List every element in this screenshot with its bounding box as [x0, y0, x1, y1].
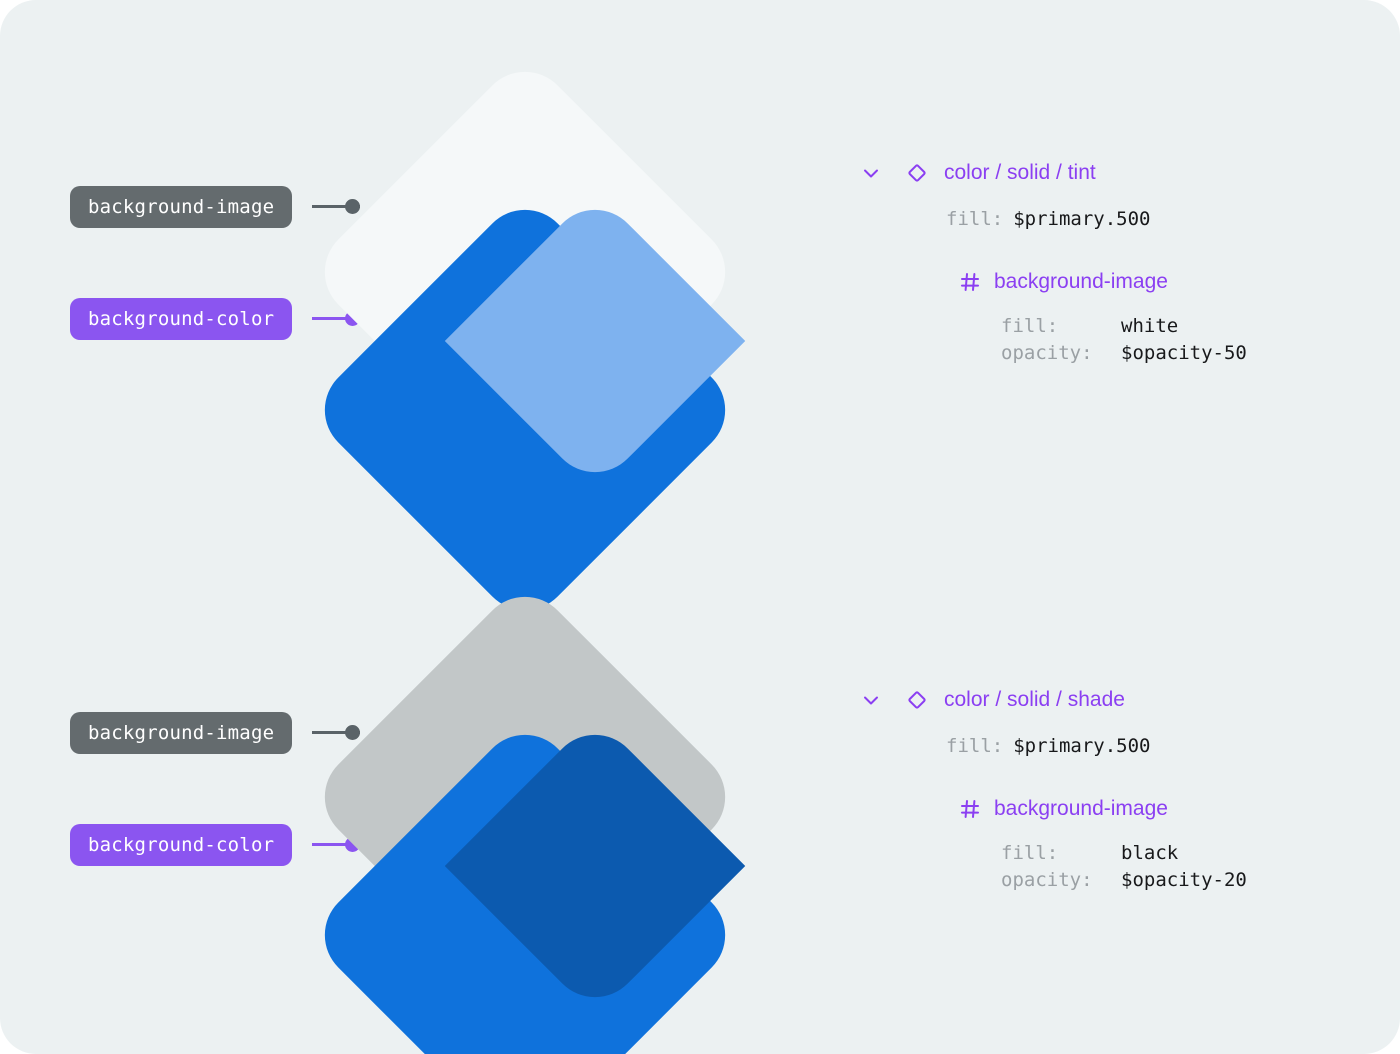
frame-hash-icon: [958, 270, 982, 294]
chevron-down-icon[interactable]: [858, 160, 884, 186]
frame-name-tint: background-image: [994, 270, 1168, 293]
label-pill-background-image-tint[interactable]: background-image: [70, 186, 293, 228]
property-key: opacity:: [1001, 869, 1093, 891]
property-value: $primary.500: [1013, 208, 1151, 230]
pill-label: background-image: [88, 196, 275, 218]
annotation-panel-shade: color / solid / shade fill: $primary.500: [858, 687, 1328, 894]
layer-stack-tint: [305, 52, 820, 630]
property-key: fill:: [1001, 315, 1059, 337]
node-properties-tint: fill: $primary.500: [946, 206, 1328, 233]
property-value: $opacity-50: [1121, 342, 1247, 364]
node-properties-shade: fill: $primary.500: [946, 733, 1328, 760]
property-key: opacity:: [1001, 342, 1093, 364]
frame-header-tint[interactable]: background-image: [958, 269, 1328, 295]
property-value: $primary.500: [1013, 735, 1151, 757]
property-row: fill: $primary.500: [946, 206, 1328, 233]
property-key: fill:: [946, 208, 1004, 230]
property-row: fill: $primary.500: [946, 733, 1328, 760]
pill-label: background-color: [88, 834, 275, 856]
connector-line-background-image-tint: [312, 205, 360, 208]
node-name-shade: color / solid / shade: [944, 688, 1125, 711]
label-pill-background-color-tint[interactable]: background-color: [70, 298, 293, 340]
pill-label: background-image: [88, 722, 275, 744]
property-value: $opacity-20: [1121, 869, 1247, 891]
component-diamond-icon: [904, 160, 930, 186]
layer-overlap-tint: [394, 209, 796, 485]
frame-properties-shade: fill: black opacity: $opacity-20: [1001, 840, 1328, 894]
annotation-header-tint[interactable]: color / solid / tint: [858, 160, 1328, 186]
annotation-panel-tint: color / solid / tint fill: $primary.500: [858, 160, 1328, 367]
frame-properties-tint: fill: white opacity: $opacity-50: [1001, 313, 1328, 367]
frame-name-shade: background-image: [994, 797, 1168, 820]
property-row: fill: white: [1001, 313, 1328, 340]
component-diamond-icon: [904, 687, 930, 713]
annotation-header-shade[interactable]: color / solid / shade: [858, 687, 1328, 713]
property-row: fill: black: [1001, 840, 1328, 867]
connector-dot-background-image-shade: [345, 725, 360, 740]
property-key: fill:: [1001, 842, 1059, 864]
label-pill-background-color-shade[interactable]: background-color: [70, 824, 293, 866]
connector-line-background-image-shade: [312, 731, 360, 734]
property-value: black: [1121, 842, 1179, 864]
layer-stack-shade: [305, 577, 820, 1054]
property-key: fill:: [946, 735, 1004, 757]
layer-overlap-shade: [394, 734, 796, 1010]
frame-header-shade[interactable]: background-image: [958, 796, 1328, 822]
node-name-tint: color / solid / tint: [944, 161, 1096, 184]
chevron-down-icon[interactable]: [858, 687, 884, 713]
pill-label: background-color: [88, 308, 275, 330]
connector-dot-background-image-tint: [345, 199, 360, 214]
property-row: opacity: $opacity-20: [1001, 867, 1328, 894]
frame-hash-icon: [958, 797, 982, 821]
connector-line-background-color-shade: [312, 843, 360, 846]
label-pill-background-image-shade[interactable]: background-image: [70, 712, 293, 754]
property-value: white: [1121, 315, 1179, 337]
property-row: opacity: $opacity-50: [1001, 340, 1328, 367]
connector-line-background-color-tint: [312, 317, 360, 320]
